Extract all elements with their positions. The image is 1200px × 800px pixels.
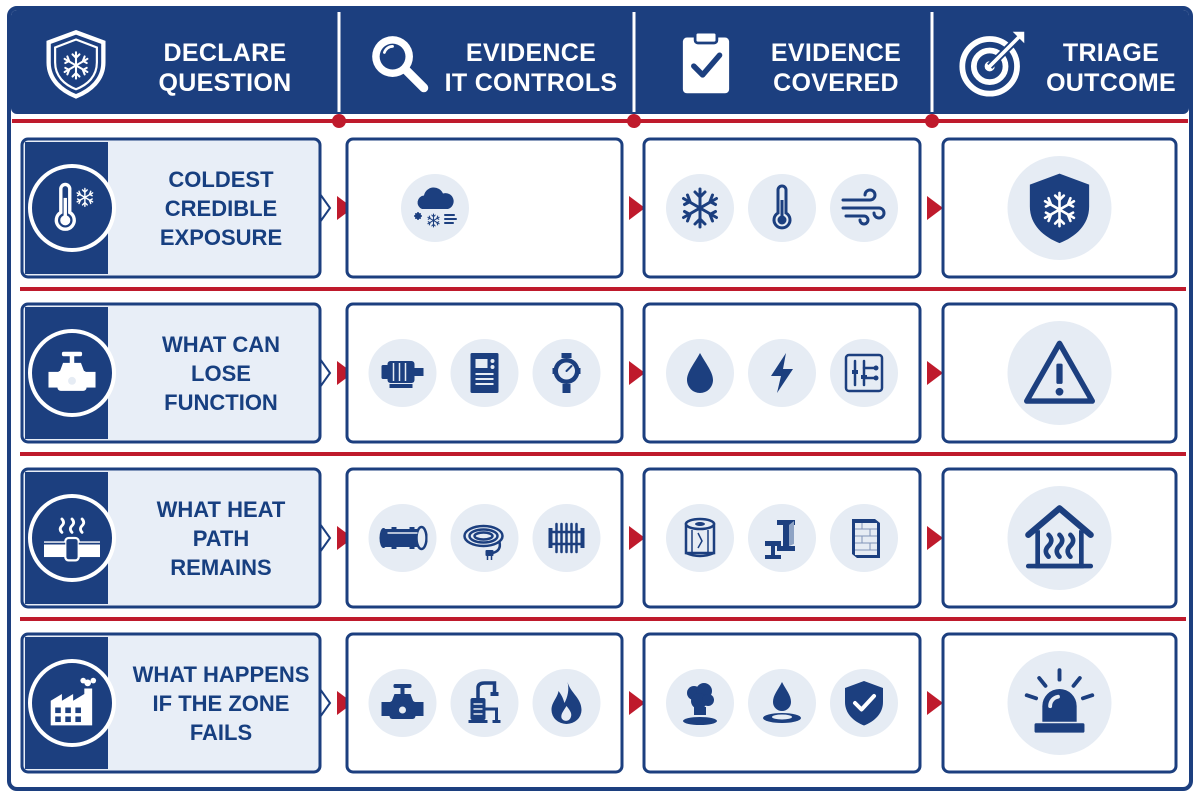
header-title-line2: OUTCOME	[1046, 69, 1176, 97]
header-band	[11, 10, 1189, 114]
column-dots	[332, 114, 939, 128]
row-label-line1: COLDEST	[168, 166, 274, 192]
row-separators	[20, 287, 1186, 621]
flow-arrow	[629, 526, 645, 550]
flow-arrow	[927, 691, 943, 715]
header-evidence-it-controls: EVIDENCE IT CONTROLS	[436, 38, 626, 98]
panel-chevron	[319, 523, 332, 553]
panel-chevron	[319, 193, 332, 223]
triage-row	[20, 137, 1178, 279]
row-label-line2: PATH	[192, 525, 250, 551]
icon-backdrop	[450, 504, 519, 572]
row-label-what-happens-if-the-zone-fails: WHAT HAPPENS IF THE ZONE FAILS	[110, 637, 332, 769]
header-title-line2: IT CONTROLS	[444, 69, 618, 97]
triage-row	[20, 302, 1178, 444]
row-label-line2: IF THE ZONE	[152, 690, 290, 716]
flow-arrow	[629, 691, 645, 715]
header-declare-question: DECLARE QUESTION	[120, 38, 330, 98]
row-label-what-can-lose-function: WHAT CAN LOSE FUNCTION	[110, 307, 332, 439]
flow-arrow	[629, 361, 645, 385]
flow-arrow	[337, 691, 353, 715]
triage-row	[20, 467, 1178, 609]
header-evidence-covered: EVIDENCE COVERED	[746, 38, 926, 98]
flow-arrow	[927, 361, 943, 385]
flow-arrow	[337, 361, 353, 385]
flow-arrow	[337, 526, 353, 550]
header-title-line1: EVIDENCE	[770, 39, 902, 67]
row-label-line2: LOSE	[191, 360, 251, 386]
panel-chevron	[319, 358, 332, 388]
row-label-line2: CREDIBLE	[164, 195, 278, 221]
panel-chevron	[319, 688, 332, 718]
triage-row	[20, 632, 1178, 774]
evidence-controls-box	[345, 137, 624, 279]
flow-arrow	[337, 196, 353, 220]
icon-backdrop	[748, 504, 816, 572]
control-cabinet-icon	[470, 353, 499, 393]
header-title-line2: COVERED	[773, 69, 899, 97]
header-title-line1: EVIDENCE	[465, 39, 597, 67]
flow-arrow	[927, 526, 943, 550]
flow-arrow	[927, 196, 943, 220]
header-title-line2: QUESTION	[158, 69, 292, 97]
wall-panel-icon	[851, 518, 881, 559]
clipboard-check-icon	[683, 32, 729, 93]
row-label-line3: REMAINS	[170, 554, 272, 580]
row-label-line3: FAILS	[189, 719, 253, 745]
row-label-line3: FUNCTION	[164, 389, 278, 415]
row-label-line1: WHAT HAPPENS	[132, 661, 310, 687]
row-label-line1: WHAT HEAT	[156, 496, 286, 522]
header-triage-outcome: TRIAGE OUTCOME	[1036, 38, 1186, 98]
flow-arrow	[629, 196, 645, 220]
pipe-section-icon	[378, 525, 428, 551]
row-label-line1: WHAT CAN	[161, 331, 281, 357]
header-title-line1: DECLARE	[163, 39, 287, 67]
row-label-coldest-credible-exposure: COLDEST CREDIBLE EXPOSURE	[110, 142, 332, 274]
header-title-line1: TRIAGE	[1062, 39, 1160, 67]
row-label-line3: EXPOSURE	[159, 224, 283, 250]
row-label-what-heat-path-remains: WHAT HEAT PATH REMAINS	[110, 472, 332, 604]
question-icon-badge	[28, 164, 116, 252]
